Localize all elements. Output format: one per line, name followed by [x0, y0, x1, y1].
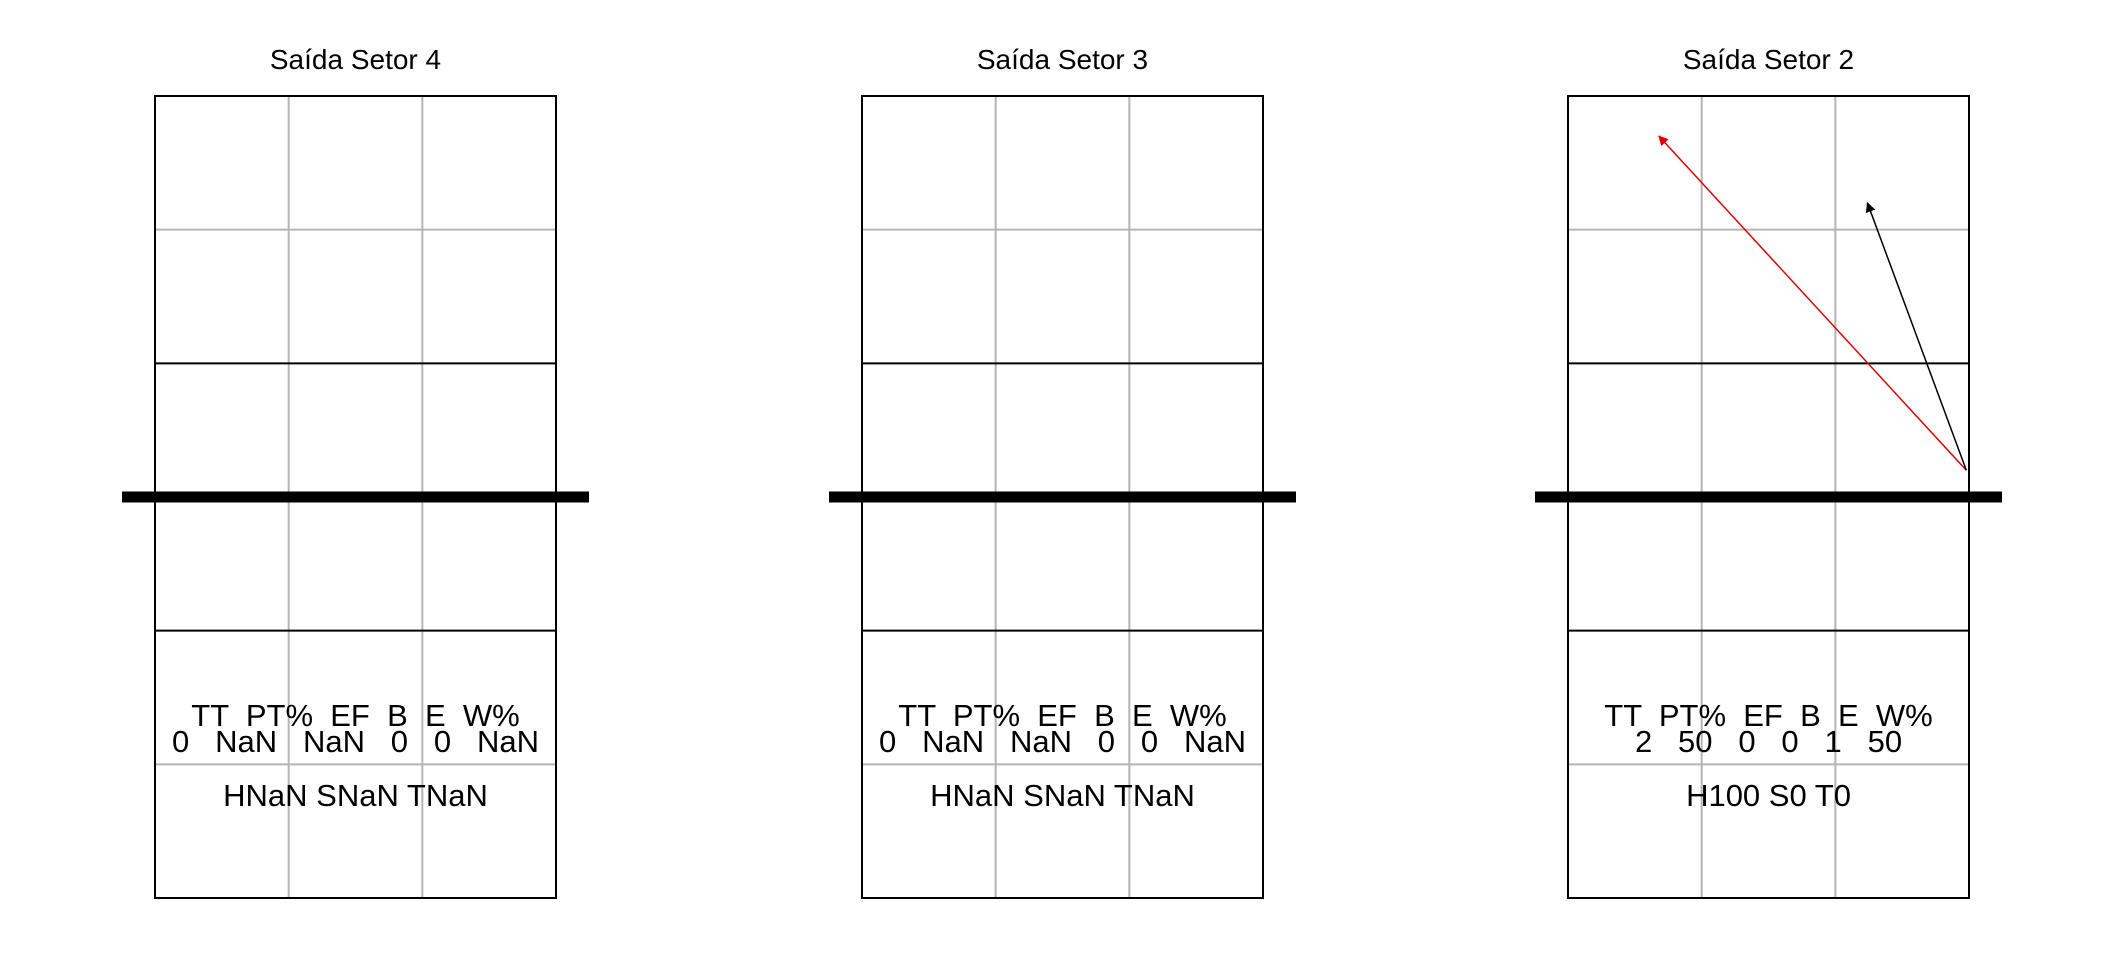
summary-text: HNaN SNaN TNaN	[223, 778, 488, 813]
trajectory-arrow	[1658, 135, 1967, 471]
stats-header: TT PT% EF B E W%	[898, 698, 1226, 733]
court-panel-1: Saída Setor 4 TT PT% EF B E W%0 NaN NaN 0…	[122, 44, 589, 899]
panel-title: Saída Setor 3	[977, 44, 1148, 75]
court-panel-2: Saída Setor 3 TT PT% EF B E W%0 NaN NaN 0…	[829, 44, 1296, 899]
stats-header: TT PT% EF B E W%	[191, 698, 519, 733]
summary-text: H100 S0 T0	[1686, 778, 1851, 813]
summary-text: HNaN SNaN TNaN	[930, 778, 1195, 813]
panel-title: Saída Setor 2	[1683, 44, 1854, 75]
court-panel-3: Saída Setor 2 TT PT% EF B E W%2 50 0 0 1 …	[1535, 44, 2002, 899]
stats-values: 0 NaN NaN 0 0 NaN	[879, 724, 1246, 759]
stats-values: 0 NaN NaN 0 0 NaN	[172, 724, 539, 759]
panel-title: Saída Setor 4	[270, 44, 441, 75]
stats-values: 2 50 0 0 1 50	[1635, 724, 1902, 759]
trajectory-arrow	[1865, 201, 1968, 471]
stats-header: TT PT% EF B E W%	[1604, 698, 1932, 733]
